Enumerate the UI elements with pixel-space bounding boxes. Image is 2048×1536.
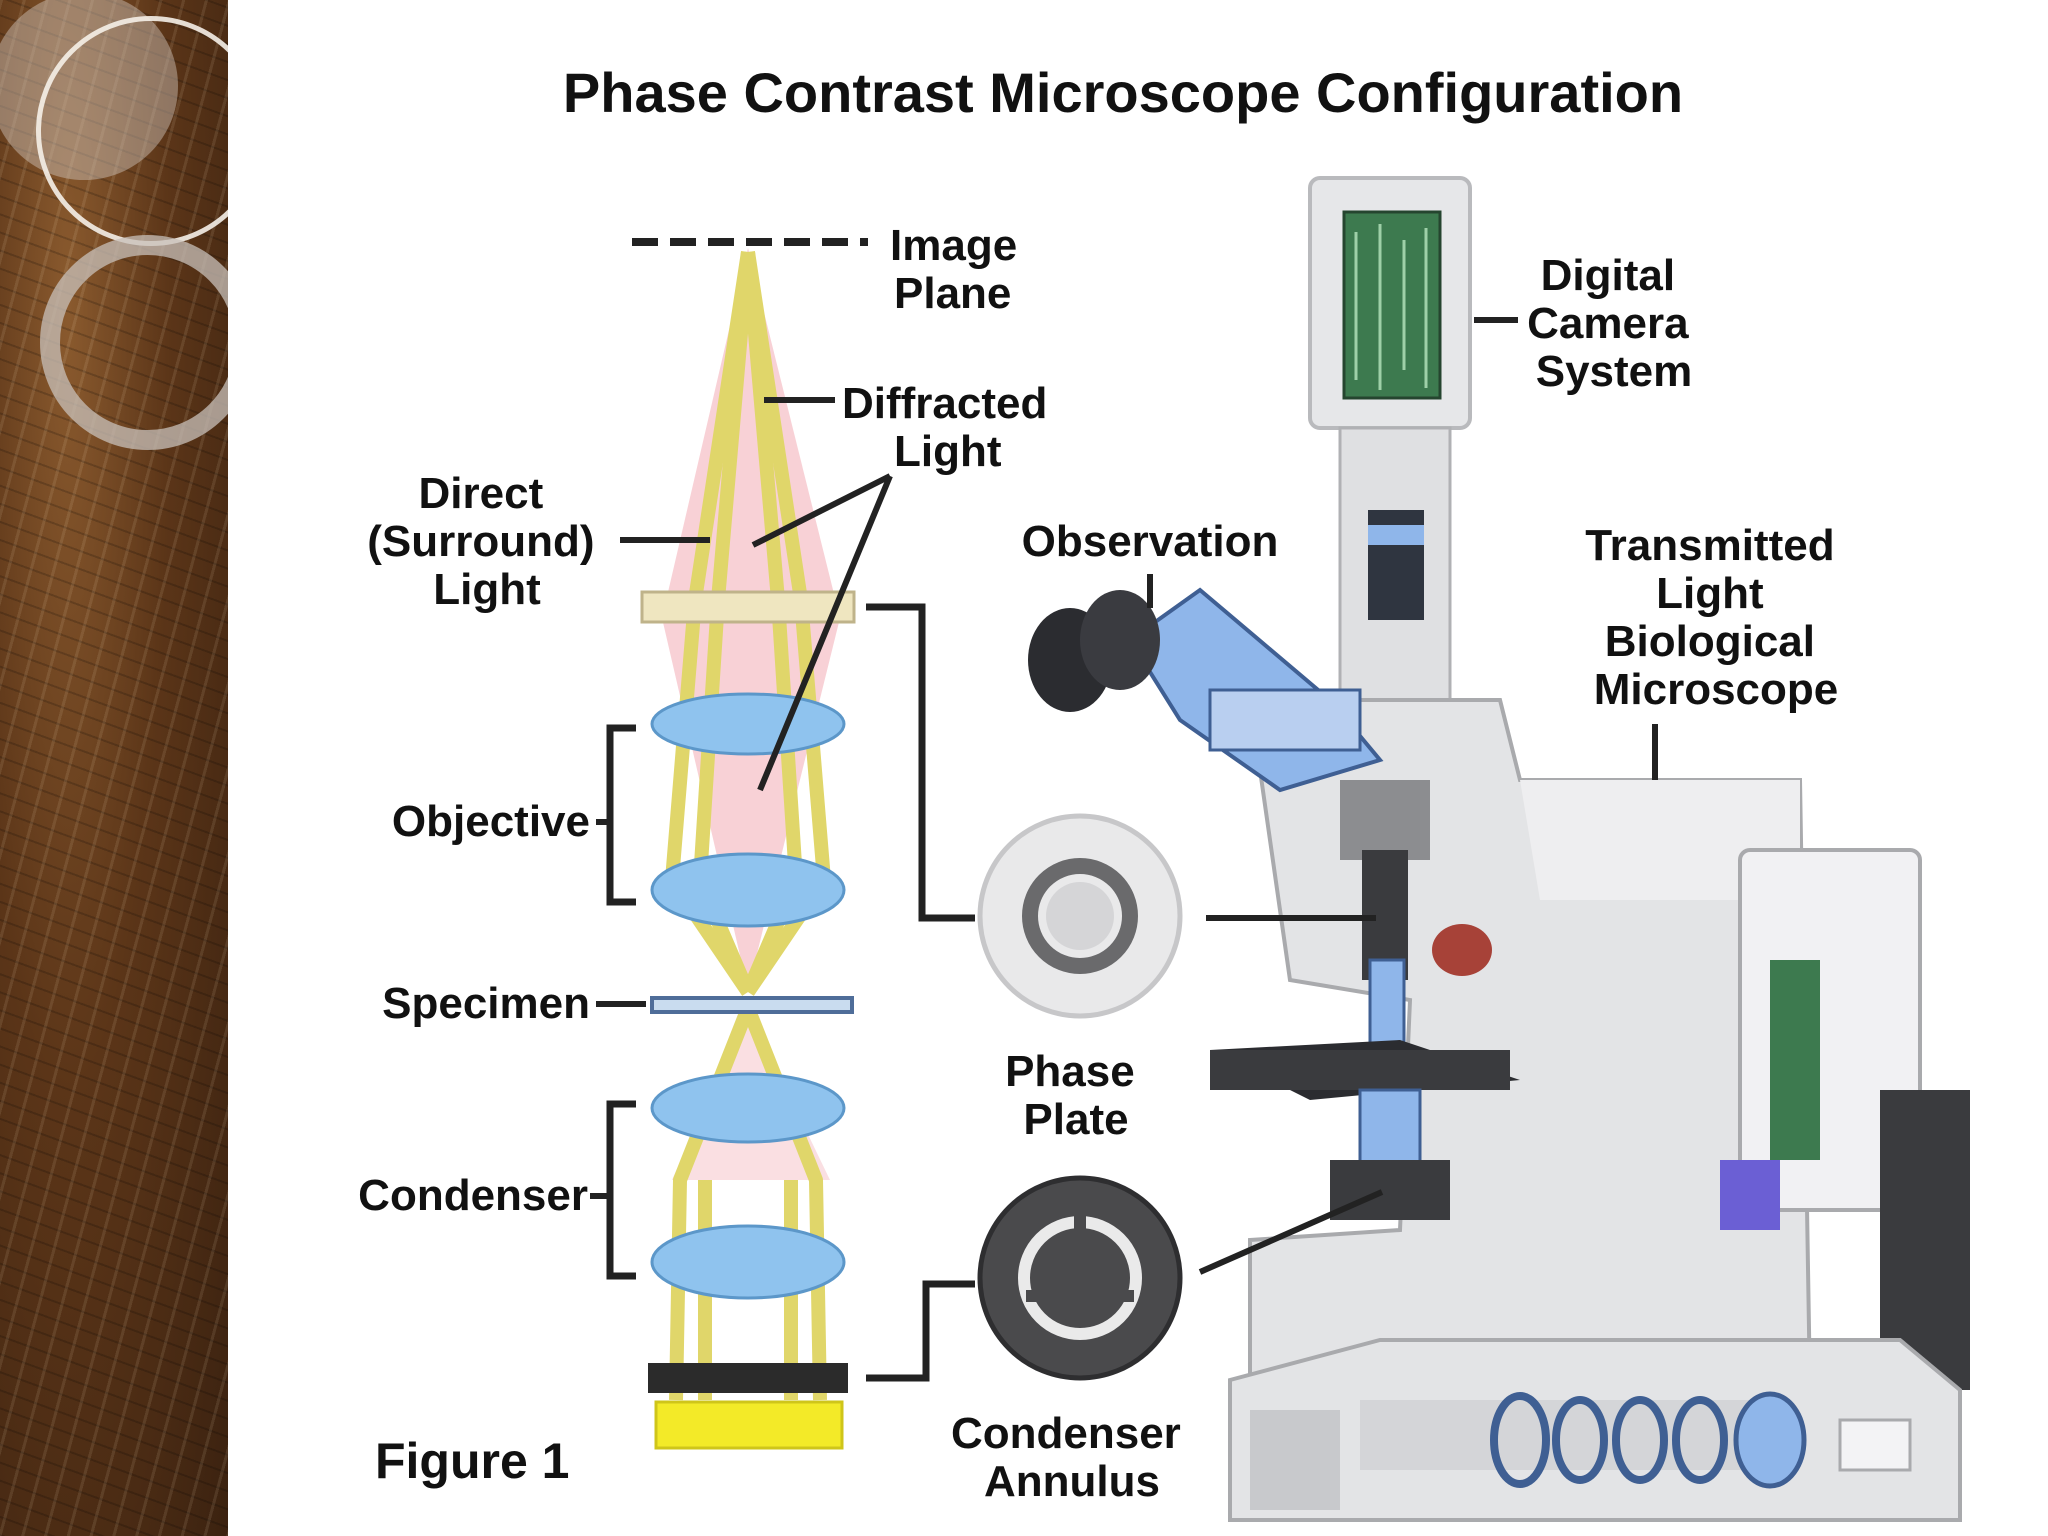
digital-camera-label: Digital Camera System (1527, 251, 1701, 396)
nosepiece (1340, 780, 1430, 860)
direct-light-label: Direct (Surround) Light (367, 469, 607, 614)
camera-circuit-board (1342, 210, 1442, 400)
phase-plate-disc (977, 813, 1183, 1019)
right-leader-lines (1147, 317, 1658, 1275)
microscope-illustration (1028, 176, 1970, 1522)
observation-head (1028, 587, 1384, 793)
phase-contrast-diagram: Phase Contrast Microscope Configuration (358, 61, 1970, 1522)
phase-plate-label: Phase Plate (1005, 1047, 1147, 1144)
objective-lens-lower (650, 852, 846, 928)
focus-knob (1432, 924, 1492, 976)
condenser-lens-lower (650, 1224, 846, 1300)
optical-schematic (590, 238, 975, 1450)
specimen-slide (650, 996, 854, 1014)
image-plane-label: Image Plane (890, 221, 1029, 318)
condenser-annulus-label: Condenser Annulus (951, 1409, 1193, 1506)
condenser-annulus-disc (977, 1175, 1183, 1381)
phase-plate-bar (640, 590, 856, 624)
figure-label: Figure 1 (375, 1433, 569, 1489)
objective-label: Objective (392, 797, 590, 846)
diagram-title: Phase Contrast Microscope Configuration (563, 61, 1683, 124)
objective-lens-upper (650, 692, 846, 756)
diffracted-light-label: Diffracted Light (842, 379, 1060, 476)
condenser-label: Condenser (358, 1171, 588, 1220)
lamp-socket (1838, 1418, 1912, 1472)
stage (1210, 1050, 1510, 1090)
specimen-label: Specimen (382, 979, 590, 1028)
sidebar-marble-texture (0, 0, 228, 1536)
decorative-ring-small (40, 235, 228, 450)
field-lenses (1490, 1392, 1728, 1488)
transmitted-light-label: Transmitted Light Biological Microscope (1585, 521, 1847, 714)
condenser-lens-upper (650, 1072, 846, 1144)
condenser-annulus-bar (648, 1363, 848, 1393)
light-source (654, 1400, 844, 1450)
observation-label: Observation (1022, 517, 1279, 566)
leader-lines (590, 397, 893, 1199)
brackets (606, 603, 975, 1382)
lamp-housing-panel (1720, 1160, 1780, 1230)
